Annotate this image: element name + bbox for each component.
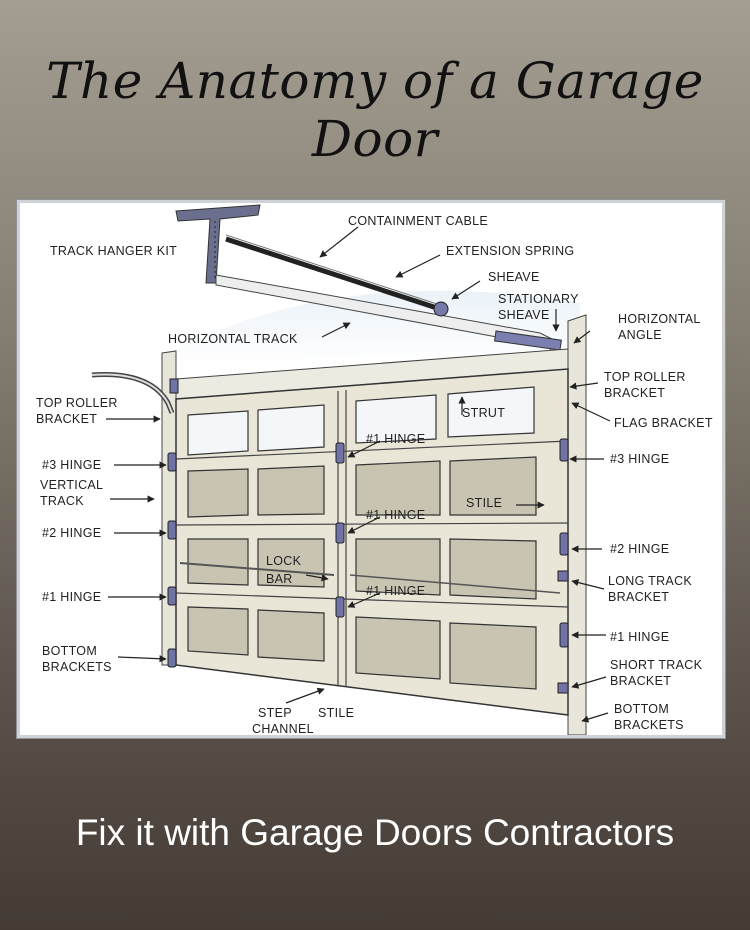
label-hinge3-left: #3 HINGE xyxy=(42,458,101,472)
label-bottom-left: BOTTOM xyxy=(42,644,97,658)
label-top-roller-right-bracket: BRACKET xyxy=(604,386,665,400)
footer-caption: Fix it with Garage Doors Contractors xyxy=(75,812,675,853)
label-stationary: STATIONARY xyxy=(498,292,579,306)
label-bottom-left-brackets: BRACKETS xyxy=(42,660,112,674)
label-horizontal-track: HORIZONTAL TRACK xyxy=(168,332,298,346)
label-step: STEP xyxy=(258,706,292,720)
label-hinge1-right: #1 HINGE xyxy=(610,630,669,644)
label-long-track-bracket: BRACKET xyxy=(608,590,669,604)
label-hinge1-left: #1 HINGE xyxy=(42,590,101,604)
label-short-track-bracket: BRACKET xyxy=(610,674,671,688)
label-top-roller-left-bracket: BRACKET xyxy=(36,412,97,426)
label-hinge1-center: #1 HINGE xyxy=(366,584,425,598)
right-jamb xyxy=(567,314,587,735)
label-hinge3-right: #3 HINGE xyxy=(610,452,669,466)
label-flag-bracket: FLAG BRACKET xyxy=(614,416,713,430)
hinges xyxy=(167,378,569,694)
label-long-track: LONG TRACK xyxy=(608,574,692,588)
label-containment-cable: CONTAINMENT CABLE xyxy=(348,214,488,228)
label-extension-spring: EXTENSION SPRING xyxy=(446,244,574,258)
containment-cable xyxy=(225,234,441,306)
label-bottom-right: BOTTOM xyxy=(614,702,669,716)
label-hinge2-right: #2 HINGE xyxy=(610,542,669,556)
sky-wash xyxy=(170,290,580,363)
section-lines xyxy=(175,390,569,687)
lock-bar xyxy=(179,562,335,576)
garage-door-diagram: CONTAINMENT CABLE TRACK HANGER KIT EXTEN… xyxy=(17,200,725,738)
extension-spring xyxy=(225,236,441,312)
panels xyxy=(187,456,537,690)
label-hinge2-left: #2 HINGE xyxy=(42,526,101,540)
label-top-roller-right: TOP ROLLER xyxy=(604,370,686,384)
label-horizontal: HORIZONTAL xyxy=(618,312,701,326)
windows xyxy=(187,386,535,456)
page-title: The Anatomy of a Garage Door xyxy=(46,52,704,168)
label-hinge1-mid: #1 HINGE xyxy=(366,508,425,522)
label-vertical-track: TRACK xyxy=(40,494,84,508)
label-strut: STRUT xyxy=(462,406,505,420)
label-lock-bar: BAR xyxy=(266,572,293,586)
label-top-roller-left: TOP ROLLER xyxy=(36,396,118,410)
label-short-track: SHORT TRACK xyxy=(610,658,703,672)
sheave xyxy=(433,301,449,317)
label-sheave: SHEAVE xyxy=(488,270,540,284)
diagram-svg: CONTAINMENT CABLE TRACK HANGER KIT EXTEN… xyxy=(36,204,713,735)
label-lock: LOCK xyxy=(266,554,302,568)
label-vertical: VERTICAL xyxy=(40,478,103,492)
label-track-hanger-kit: TRACK HANGER KIT xyxy=(50,244,177,258)
label-bottom-right-brackets: BRACKETS xyxy=(614,718,684,732)
label-stile-mid: STILE xyxy=(466,496,502,510)
leader-lines xyxy=(106,226,611,723)
label-stationary-sheave: SHEAVE xyxy=(498,308,550,322)
label-stile-bottom: STILE xyxy=(318,706,354,720)
horizontal-angle-shape xyxy=(494,330,562,351)
label-hinge1-top: #1 HINGE xyxy=(366,432,425,446)
label-step-channel: CHANNEL xyxy=(252,722,314,735)
label-angle: ANGLE xyxy=(618,328,662,342)
